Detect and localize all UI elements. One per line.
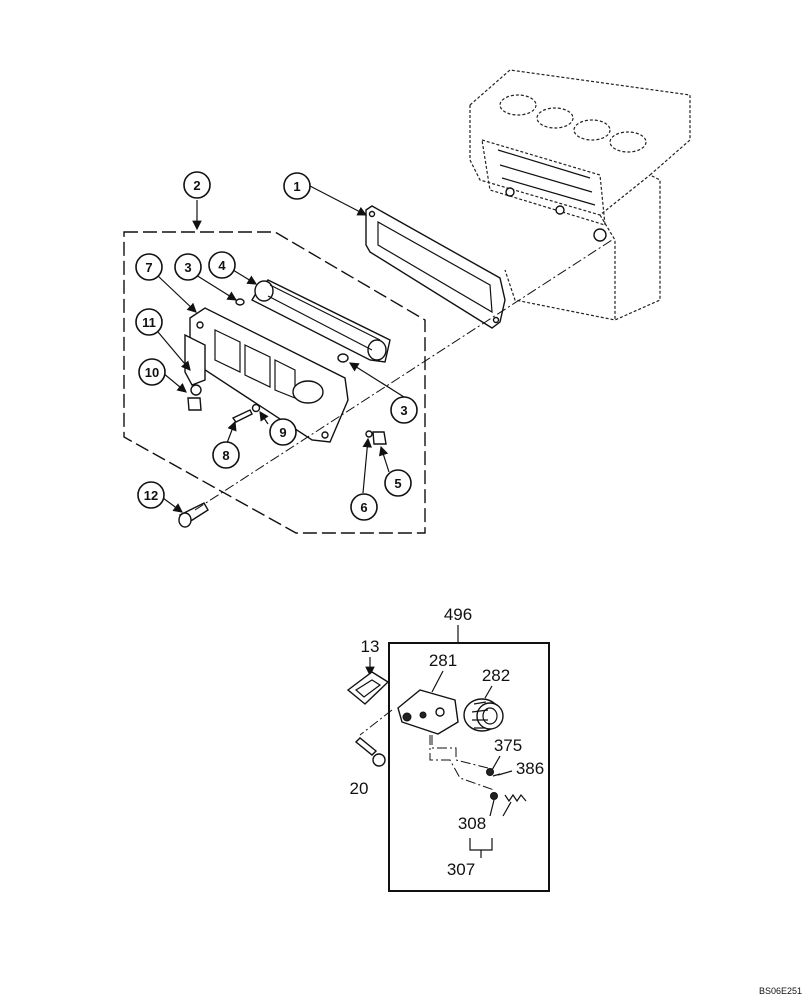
- callout-4: 4: [208, 251, 236, 279]
- callout-5: 5: [384, 469, 412, 497]
- svg-text:4: 4: [218, 258, 226, 273]
- svg-text:6: 6: [360, 500, 367, 515]
- oil-cooler-cover: [184, 307, 349, 443]
- label-386: 386: [516, 759, 544, 778]
- svg-text:1: 1: [293, 179, 300, 194]
- label-308: 308: [458, 814, 486, 833]
- kit-496-box: [388, 642, 550, 892]
- svg-text:3: 3: [184, 260, 191, 275]
- label-375: 375: [494, 736, 522, 755]
- engine-block: [469, 69, 691, 321]
- callout-6: 6: [350, 493, 378, 521]
- callout-11: 11: [135, 308, 163, 336]
- callout-3-upper: 3: [174, 253, 202, 281]
- kit-boundary: [123, 231, 426, 534]
- callout-9: 9: [269, 418, 297, 446]
- svg-text:5: 5: [394, 476, 401, 491]
- svg-text:3: 3: [400, 403, 407, 418]
- label-307: 307: [447, 860, 475, 879]
- svg-text:12: 12: [144, 488, 158, 503]
- callout-3-lower: 3: [390, 396, 418, 424]
- bolt-20: [354, 737, 378, 756]
- o-ring-6: [365, 430, 373, 438]
- callout-7: 7: [135, 253, 163, 281]
- label-282: 282: [482, 666, 510, 685]
- center-line: [194, 239, 613, 511]
- plug-10: [187, 397, 202, 411]
- part-375: [486, 768, 494, 776]
- label-496: 496: [444, 605, 472, 624]
- svg-text:2: 2: [193, 178, 200, 193]
- o-ring-3-upper: [235, 298, 245, 306]
- label-13: 13: [361, 637, 380, 656]
- leader-lines: [157, 185, 405, 513]
- gasket-13: [346, 671, 390, 705]
- label-281: 281: [429, 651, 457, 670]
- svg-text:11: 11: [142, 315, 156, 330]
- washer-10: [190, 384, 202, 396]
- callout-12: 12: [137, 481, 165, 509]
- callout-8: 8: [212, 441, 240, 469]
- washer-9: [251, 403, 261, 413]
- bolt-12-head: [178, 512, 192, 528]
- callout-10: 10: [138, 358, 166, 386]
- gasket: [365, 205, 506, 329]
- part-308-spring: [504, 793, 527, 803]
- plug-5: [372, 431, 387, 445]
- pump-281: [397, 689, 459, 735]
- reference-code: BS06E251: [759, 986, 802, 996]
- callout-1: 1: [283, 172, 311, 200]
- part-308-ball: [490, 792, 498, 800]
- part-386: [492, 773, 501, 777]
- o-ring-3-lower: [337, 353, 349, 363]
- oil-cooler-element: [251, 279, 391, 363]
- svg-text:10: 10: [145, 365, 159, 380]
- svg-text:8: 8: [222, 448, 229, 463]
- callout-2: 2: [183, 171, 211, 199]
- svg-text:9: 9: [279, 425, 286, 440]
- svg-text:7: 7: [145, 260, 152, 275]
- label-20: 20: [350, 779, 369, 798]
- bolt-8: [231, 409, 253, 423]
